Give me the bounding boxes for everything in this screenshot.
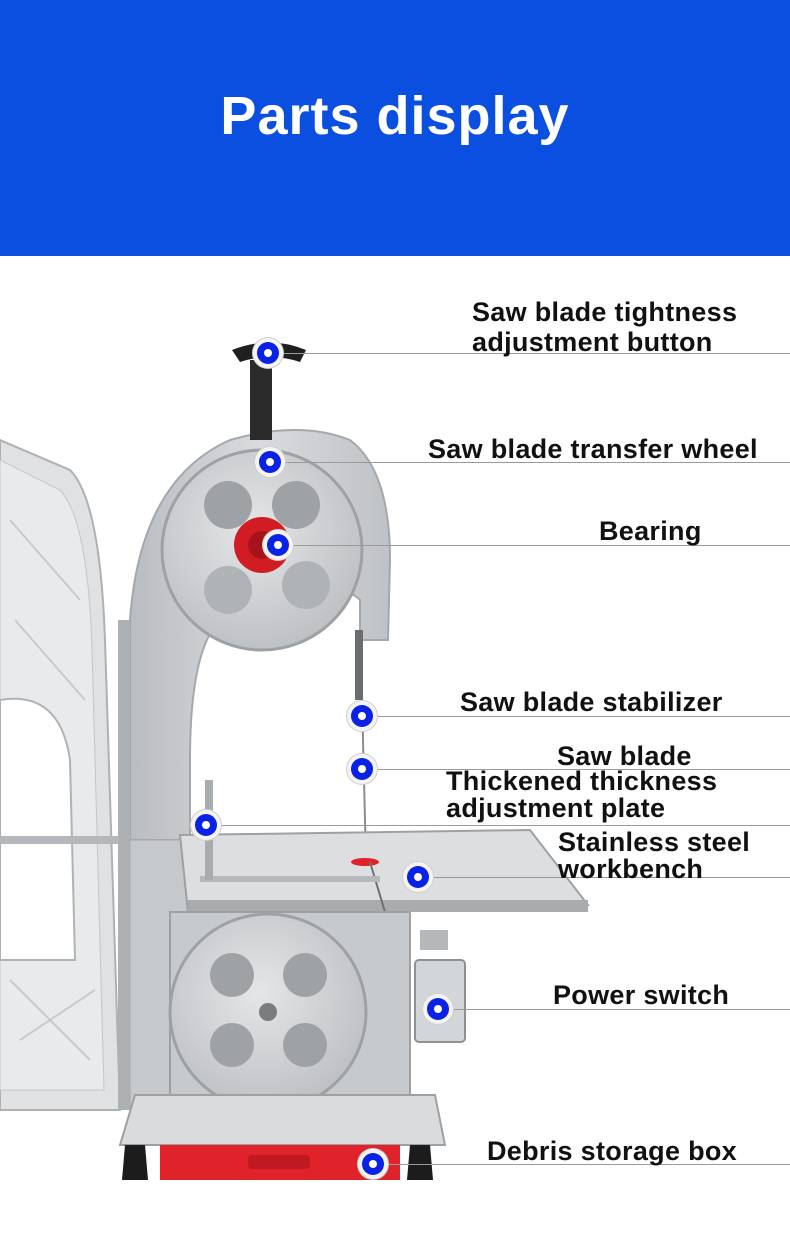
saw-blade-marker [347, 754, 377, 784]
leader-line [388, 1164, 790, 1165]
lower-cabinet [168, 911, 411, 1113]
page-title: Parts display [220, 86, 570, 146]
leader-line [377, 716, 790, 717]
label-debris-box: Debris storage box [487, 1136, 737, 1166]
label-bearing: Bearing [599, 516, 702, 546]
leader-line [283, 353, 790, 354]
bearing-marker [263, 530, 293, 560]
header-banner: Parts display [0, 0, 790, 256]
leader-line [433, 877, 790, 878]
thickness-plate-marker [191, 810, 221, 840]
band-saw-illustration [0, 342, 591, 1180]
power-switch-box [414, 930, 466, 1043]
label-tightness-button: Saw blade tightness adjustment button [472, 297, 737, 357]
label-workbench: Stainless steel workbench [558, 829, 750, 883]
label-line: workbench [558, 854, 704, 884]
upper-wheel [160, 448, 364, 652]
label-line: Saw blade tightness [472, 297, 738, 327]
power-switch-marker [423, 994, 453, 1024]
label-saw-blade: Saw blade [557, 741, 692, 771]
leader-line [285, 462, 790, 463]
leader-line [453, 1009, 790, 1010]
leader-line [377, 769, 790, 770]
label-line: Thickened thickness [446, 766, 718, 796]
label-transfer-wheel: Saw blade transfer wheel [428, 434, 758, 464]
label-line: adjustment button [472, 327, 713, 357]
workbench-marker [403, 862, 433, 892]
leader-line [221, 825, 790, 826]
label-power-switch: Power switch [553, 980, 730, 1010]
label-line: adjustment plate [446, 793, 666, 823]
label-thickness-plate: Thickened thickness adjustment plate [446, 768, 717, 822]
open-door [0, 438, 190, 1111]
leader-line [293, 545, 790, 546]
stabilizer-marker [347, 701, 377, 731]
transfer-wheel-marker [255, 447, 285, 477]
machine-base [118, 1094, 447, 1180]
tightness-button-marker [253, 338, 283, 368]
label-line: Stainless steel [558, 827, 751, 857]
label-stabilizer: Saw blade stabilizer [460, 687, 723, 717]
blade-guide [355, 630, 363, 700]
debris-box-marker [358, 1149, 388, 1179]
